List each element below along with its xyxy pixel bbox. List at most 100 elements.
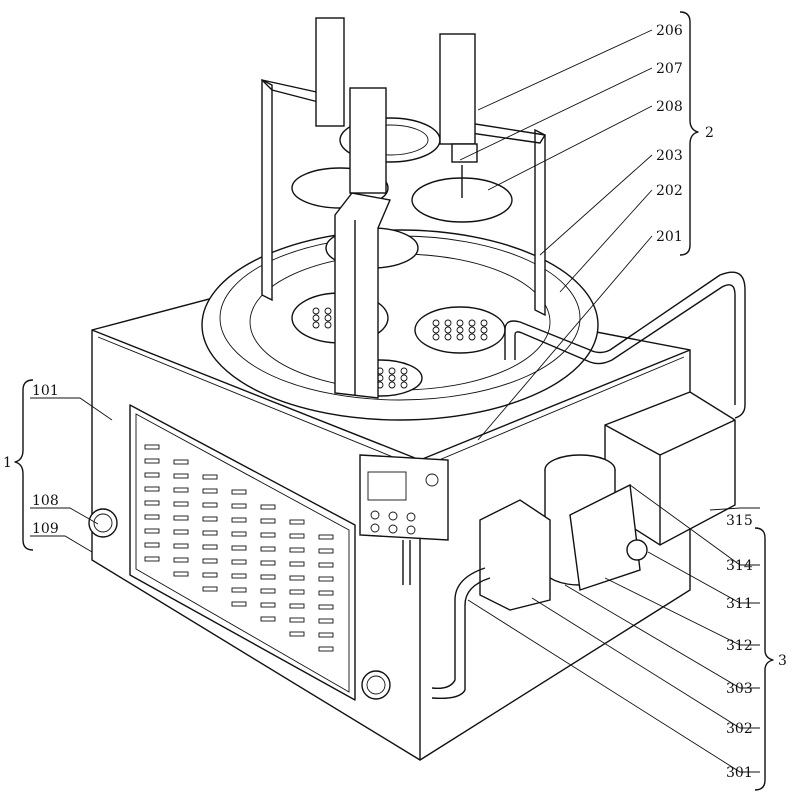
- label-208: 208: [656, 99, 683, 115]
- vent-slot: [173, 557, 189, 563]
- basket-hole: [468, 326, 476, 334]
- vent-slot: [144, 444, 160, 450]
- knob-lower: [361, 670, 391, 700]
- vent-slot: [260, 532, 276, 538]
- label-group-3: 3: [778, 653, 787, 669]
- basket-hole: [312, 314, 320, 322]
- basket-hole: [456, 319, 464, 327]
- basket-hole: [432, 319, 440, 327]
- vent-slot: [289, 519, 305, 525]
- basket-hole: [432, 333, 440, 341]
- vent-slot: [231, 573, 247, 579]
- brace-group-2: [679, 11, 699, 256]
- vent-slot: [144, 500, 160, 506]
- basket-hole: [324, 314, 332, 322]
- basket-hole: [312, 321, 320, 329]
- label-108: 108: [32, 493, 59, 509]
- basket-hole: [400, 367, 408, 375]
- basket-hole: [400, 374, 408, 382]
- vent-slot: [260, 574, 276, 580]
- label-314: 314: [726, 558, 753, 574]
- basket-hole: [388, 381, 396, 389]
- basket-hole: [324, 321, 332, 329]
- vent-slot: [231, 517, 247, 523]
- vent-slot: [289, 631, 305, 637]
- vent-slot: [173, 515, 189, 521]
- vent-slot: [231, 531, 247, 537]
- basket-hole: [468, 333, 476, 341]
- vent-slot: [144, 458, 160, 464]
- vent-slot: [144, 472, 160, 478]
- basket-hole: [456, 326, 464, 334]
- vent-slot: [202, 502, 218, 508]
- vent-slot: [318, 548, 334, 554]
- pump-assembly: [431, 391, 736, 700]
- vent-slot: [231, 503, 247, 509]
- vent-slot: [260, 588, 276, 594]
- vent-slot: [289, 603, 305, 609]
- vent-slot: [173, 501, 189, 507]
- vent-slot: [202, 488, 218, 494]
- vent-slot: [289, 589, 305, 595]
- label-206: 206: [656, 23, 683, 39]
- vent-slot: [260, 616, 276, 622]
- label-202: 202: [656, 183, 683, 199]
- vent-slot: [231, 545, 247, 551]
- basket-hole: [388, 367, 396, 375]
- label-203: 203: [656, 148, 683, 164]
- vent-slot: [260, 602, 276, 608]
- vent-slot: [318, 534, 334, 540]
- label-312: 312: [726, 638, 753, 654]
- center-column: [334, 192, 391, 399]
- basket-hole: [388, 374, 396, 382]
- label-315: 315: [726, 513, 753, 529]
- basket-hole: [480, 326, 488, 334]
- vent-slot: [231, 559, 247, 565]
- label-301: 301: [726, 765, 753, 781]
- vent-slot: [202, 474, 218, 480]
- vent-slot: [260, 546, 276, 552]
- vent-slot: [260, 518, 276, 524]
- vent-slot: [144, 514, 160, 520]
- vent-panel: [129, 404, 356, 701]
- vent-slot: [144, 556, 160, 562]
- vent-slot: [318, 590, 334, 596]
- knob-108: [88, 508, 118, 538]
- vent-slot: [289, 533, 305, 539]
- vent-slot: [202, 572, 218, 578]
- vent-slot: [260, 504, 276, 510]
- basket-hole: [444, 326, 452, 334]
- brace-group-3: [754, 527, 774, 791]
- vent-slot: [318, 618, 334, 624]
- vent-slot: [202, 586, 218, 592]
- vent-slot: [202, 558, 218, 564]
- vent-slot: [318, 576, 334, 582]
- basket-hole: [324, 307, 332, 315]
- basket-hole: [444, 333, 452, 341]
- label-303: 303: [726, 681, 753, 697]
- vent-slot: [318, 632, 334, 638]
- basket-hole: [456, 333, 464, 341]
- label-311: 311: [726, 596, 753, 612]
- vent-slot: [318, 562, 334, 568]
- vent-slot: [144, 528, 160, 534]
- basket-hole: [312, 307, 320, 315]
- basket-hole: [480, 333, 488, 341]
- label-group-1: 1: [3, 455, 12, 471]
- cylinder-206: [315, 17, 478, 194]
- pipe-loop: [504, 271, 746, 419]
- vent-slot: [144, 542, 160, 548]
- vent-slot: [289, 547, 305, 553]
- vent-slot: [318, 646, 334, 652]
- vent-slot: [173, 473, 189, 479]
- vent-slot: [173, 543, 189, 549]
- vent-slot: [318, 604, 334, 610]
- vent-slot: [173, 529, 189, 535]
- vent-slot: [289, 617, 305, 623]
- vent-slot: [173, 571, 189, 577]
- basket-hole: [480, 319, 488, 327]
- label-109: 109: [32, 521, 59, 537]
- brace-group-1: [14, 379, 34, 551]
- vent-slot: [202, 544, 218, 550]
